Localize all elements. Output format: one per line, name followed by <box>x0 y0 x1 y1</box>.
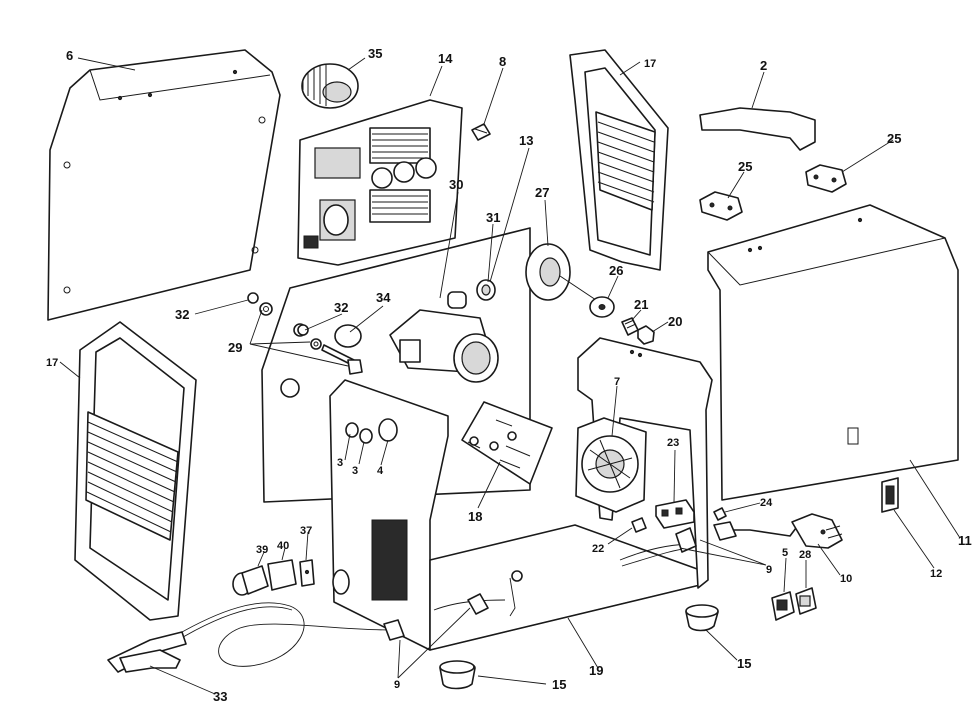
part-4-knob <box>378 418 398 442</box>
callout-25-right: 25 <box>887 131 901 146</box>
callout-17-top: 17 <box>644 58 656 70</box>
callout-23: 23 <box>667 437 679 449</box>
callout-30: 30 <box>449 177 463 192</box>
part-29-washer-a <box>259 302 273 316</box>
part-21-spring <box>621 317 639 336</box>
part-28-switch <box>795 587 817 615</box>
callout-40: 40 <box>277 540 289 552</box>
callout-14: 14 <box>438 51 453 66</box>
callout-35: 35 <box>368 46 382 61</box>
part-32-nut-a <box>247 292 259 304</box>
callout-13: 13 <box>519 133 533 148</box>
callout-11: 11 <box>958 533 972 548</box>
callout-20: 20 <box>668 314 682 329</box>
part-8-screw <box>471 123 491 141</box>
callout-3-b: 3 <box>352 465 358 477</box>
part-34-bolt <box>321 344 363 375</box>
part-27-spool-hub <box>525 243 597 301</box>
callout-4: 4 <box>377 465 384 477</box>
part-23-terminal-block <box>655 499 695 529</box>
part-10-mains-cable <box>713 513 843 549</box>
callout-18: 18 <box>468 509 482 524</box>
callout-2: 2 <box>760 58 767 73</box>
callout-31: 31 <box>486 210 500 225</box>
callout-6: 6 <box>66 48 73 63</box>
part-31-bushing <box>476 279 496 301</box>
part-12-switch <box>881 477 899 513</box>
part-25-hinge-a <box>699 191 743 221</box>
part-17-front-frame-left <box>74 321 197 621</box>
part-26-washer <box>589 296 615 318</box>
part-3-knob-a <box>345 422 359 438</box>
callout-17-left: 17 <box>46 357 58 369</box>
callout-28: 28 <box>799 549 811 561</box>
part-7-fan <box>575 417 647 513</box>
part-40-bushing <box>267 559 297 591</box>
callout-7: 7 <box>614 376 620 388</box>
callout-labels: 6 35 14 8 17 2 25 25 13 30 27 31 26 21 2… <box>46 46 972 704</box>
callout-34: 34 <box>376 290 391 305</box>
callout-33: 33 <box>213 689 227 704</box>
callout-leaders <box>59 57 961 695</box>
part-2-handle <box>699 107 816 151</box>
part-24-screw <box>713 507 727 521</box>
callout-21: 21 <box>634 297 648 312</box>
callout-10: 10 <box>840 573 852 585</box>
part-6-side-panel <box>47 49 281 321</box>
callout-9-left: 9 <box>394 679 400 691</box>
callout-15-right: 15 <box>737 656 751 671</box>
callout-32-left: 32 <box>175 307 189 322</box>
part-30-motor <box>389 291 499 383</box>
callout-12: 12 <box>930 568 942 580</box>
part-11-cover <box>707 204 959 501</box>
chassis-base <box>329 337 713 651</box>
callout-19: 19 <box>589 663 603 678</box>
part-15-foot-a <box>439 660 476 690</box>
callout-9-right: 9 <box>766 564 772 576</box>
part-37-bracket <box>299 559 315 587</box>
callout-3-a: 3 <box>337 457 343 469</box>
part-22-screw <box>631 517 647 533</box>
part-25-hinge-b <box>805 164 847 193</box>
callout-39: 39 <box>256 544 268 556</box>
internal-wiring <box>433 527 697 617</box>
part-33-earth-clamp <box>107 602 405 673</box>
part-15-foot-b <box>685 604 719 632</box>
part-39-connector <box>232 565 269 596</box>
part-20-nut <box>637 325 655 345</box>
callout-5: 5 <box>782 547 788 559</box>
callout-37: 37 <box>300 525 312 537</box>
callout-22: 22 <box>592 543 604 555</box>
callout-8: 8 <box>499 54 506 69</box>
callout-15-left: 15 <box>552 677 566 692</box>
part-14-pcb <box>297 99 463 266</box>
callout-29: 29 <box>228 340 242 355</box>
callout-26: 26 <box>609 263 623 278</box>
callout-32-mid: 32 <box>334 300 348 315</box>
part-5-switch <box>771 591 795 621</box>
part-3-knob-b <box>359 428 373 444</box>
callout-27: 27 <box>535 185 549 200</box>
part-29-washer-b <box>310 338 322 350</box>
part-17-front-frame-top <box>569 49 669 271</box>
part-32-nut-b <box>297 324 309 336</box>
part-35-roller <box>301 63 359 109</box>
callout-24: 24 <box>760 497 773 509</box>
part-18-control-board <box>461 401 553 485</box>
callout-25-left: 25 <box>738 159 752 174</box>
